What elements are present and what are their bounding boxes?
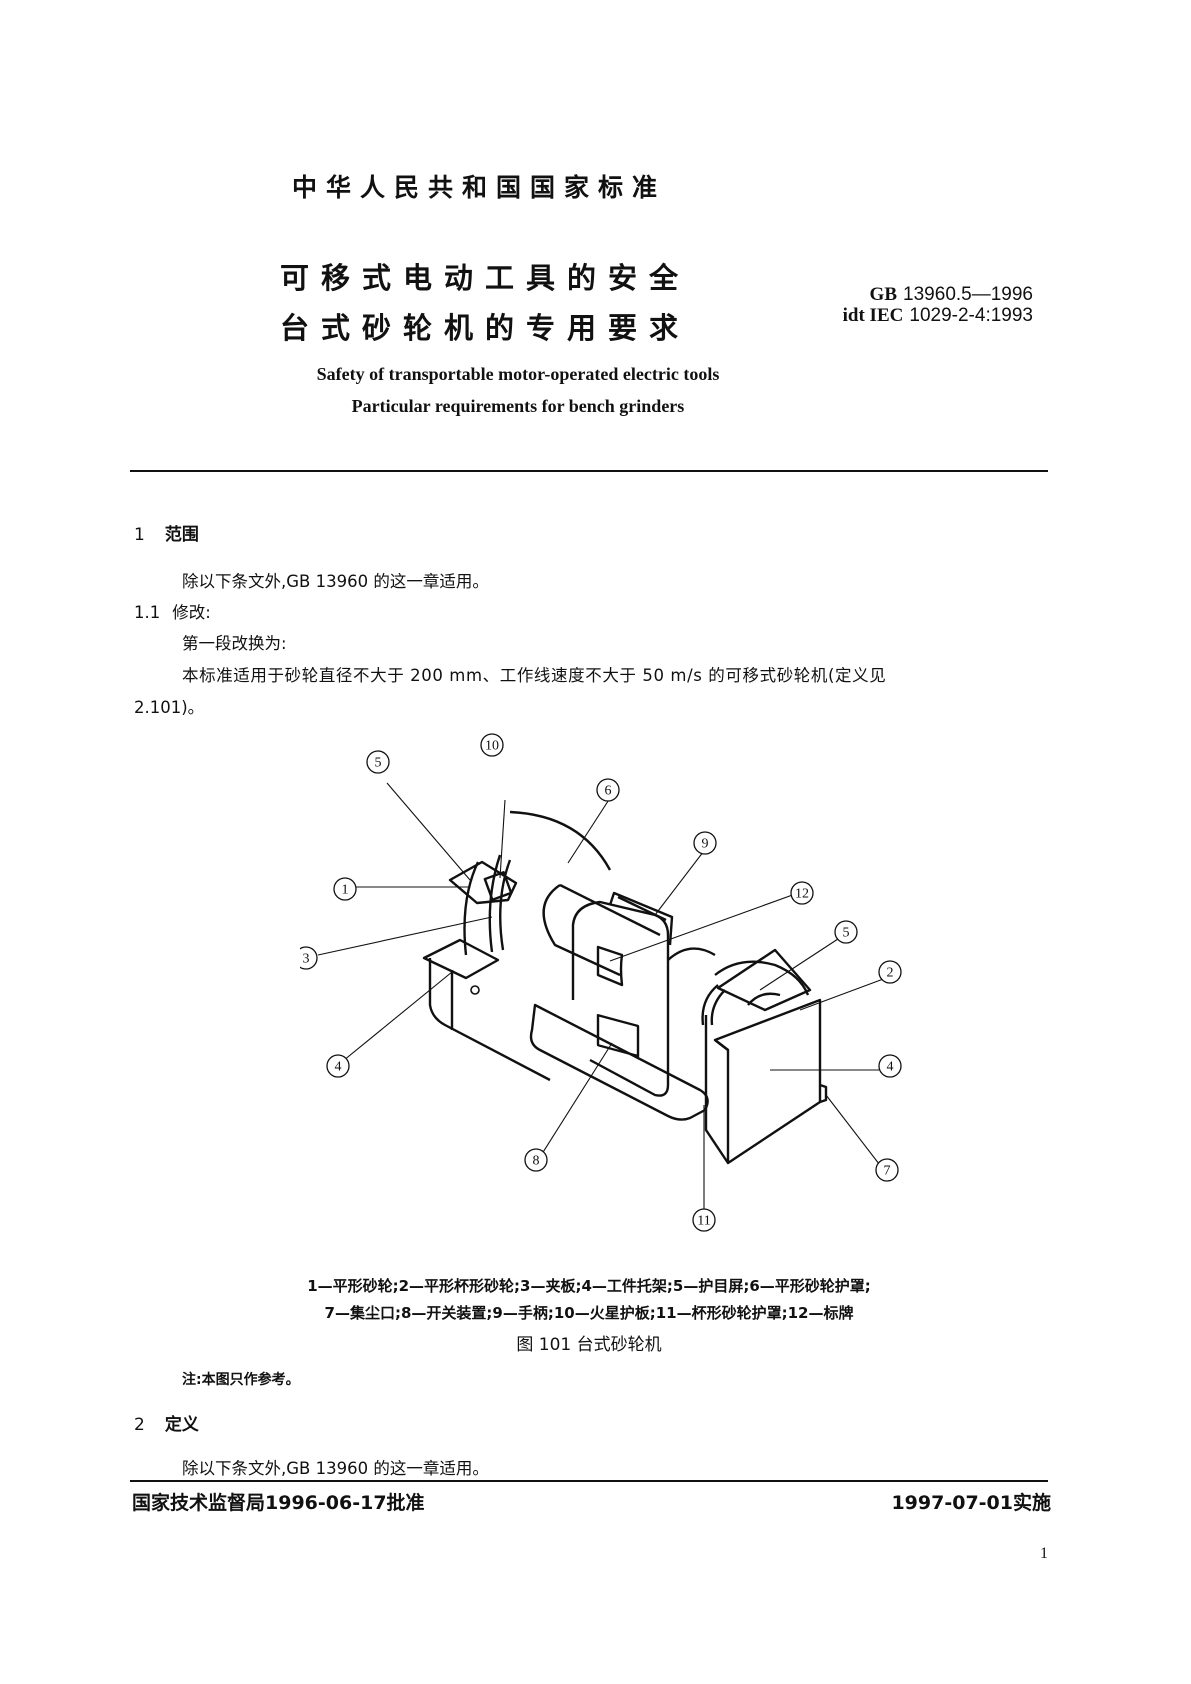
section-number: 2: [134, 1415, 145, 1435]
section-1-heading: 1 范围: [134, 520, 199, 545]
section-title: 定义: [164, 1415, 199, 1435]
svg-text:8: 8: [533, 1154, 540, 1169]
subsection-number: 1.1: [134, 603, 161, 622]
national-standard-title: 中华人民共和国国家标准: [292, 173, 667, 202]
left-wheel: [463, 861, 480, 956]
right-eye-shield: [716, 948, 812, 1012]
callout-5-left: 5: [366, 750, 390, 774]
switch: [596, 1013, 640, 1058]
callout-5-right: 5: [834, 920, 858, 944]
callout-11: 11: [692, 1208, 716, 1232]
svg-text:11: 11: [697, 1214, 710, 1229]
english-title-line-1: Safety of transportable motor-operated e…: [316, 364, 720, 384]
svg-text:10: 10: [485, 739, 499, 754]
callout-9: 9: [693, 831, 717, 855]
standard-number-value: 13960.5—1996: [903, 284, 1033, 305]
left-eye-shield: [448, 860, 518, 905]
callout-10: 10: [480, 733, 504, 757]
svg-text:6: 6: [605, 784, 612, 799]
svg-text:5: 5: [843, 926, 850, 941]
callout-2: 2: [878, 960, 902, 984]
handle: [608, 891, 674, 946]
figure-note: 注:本图只作参考。: [182, 1372, 300, 1388]
callout-7: 7: [875, 1158, 899, 1182]
section-2-body: 除以下条文外,GB 13960 的这一章适用。: [182, 1459, 489, 1478]
chinese-title-line-1: 可移式电动工具的安全: [280, 261, 691, 295]
svg-text:3: 3: [303, 952, 310, 967]
right-cup-wheel-guard: [714, 960, 810, 996]
callout-12: 12: [790, 881, 814, 905]
center-column: [571, 900, 670, 1097]
svg-text:12: 12: [795, 887, 809, 902]
bench-grinder-figure: 10 5 6 9 1 12 3 5 2 4 4 8 7 11: [300, 733, 902, 1232]
svg-text:4: 4: [887, 1060, 894, 1075]
motor-housing: [542, 884, 621, 977]
nameplate: [596, 945, 624, 987]
approval-date: 国家技术监督局1996-06-17批准: [132, 1492, 425, 1514]
section-1-body: 除以下条文外,GB 13960 的这一章适用。: [182, 572, 489, 591]
section-number: 1: [134, 525, 145, 545]
english-title-line-2: Particular requirements for bench grinde…: [351, 396, 685, 416]
cup-wheel-guard: [704, 1015, 729, 1164]
left-wheel-guard: [509, 810, 612, 871]
figure-legend-line-1: 1—平形砂轮;2—平形杯形砂轮;3—夹板;4—工件托架;5—护目屏;6—平形砂轮…: [307, 1277, 871, 1295]
svg-text:7: 7: [884, 1164, 891, 1179]
idt-prefix: idt IEC: [842, 305, 904, 326]
svg-text:9: 9: [702, 837, 709, 852]
footer-divider: [130, 1480, 1048, 1482]
right-tool-rest-box: [713, 998, 822, 1165]
callout-4-left: 4: [326, 1054, 350, 1078]
figure-caption: 图 101 台式砂轮机: [516, 1335, 662, 1355]
svg-text:4: 4: [335, 1060, 342, 1075]
standard-prefix: GB: [869, 284, 897, 305]
idt-number-value: 1029-2-4:1993: [909, 305, 1033, 326]
subsection-1-1-heading: 1.1 修改:: [134, 599, 211, 623]
subsection-title: 修改:: [172, 603, 211, 622]
dust-port: [819, 1083, 828, 1104]
callout-6: 6: [596, 778, 620, 802]
section-title: 范围: [164, 525, 199, 545]
figure-legend-line-2: 7—集尘口;8—开关装置;9—手柄;10—火星护板;11—杯形砂轮护罩;12—标…: [324, 1304, 854, 1322]
chinese-title-line-2: 台式砂轮机的专用要求: [280, 311, 691, 345]
header-divider: [130, 470, 1048, 472]
callout-3: 3: [300, 946, 318, 970]
svg-text:5: 5: [375, 756, 382, 771]
subsection-1-1-line-1: 第一段改换为:: [182, 634, 287, 653]
left-body-outline: [428, 958, 551, 1082]
standard-number: GB 13960.5—1996: [870, 283, 1033, 306]
base-plate: [529, 1003, 709, 1121]
section-2-heading: 2 定义: [134, 1410, 199, 1435]
effective-date: 1997-07-01实施: [891, 1492, 1051, 1514]
subsection-1-1-line-2: 本标准适用于砂轮直径不大于 200 mm、工作线速度不大于 50 m/s 的可移…: [182, 666, 887, 685]
spark-guard: [483, 871, 513, 901]
svg-text:2: 2: [887, 966, 894, 981]
callout-8: 8: [524, 1148, 548, 1172]
callout-1: 1: [333, 877, 357, 901]
page-number: 1: [1040, 1545, 1048, 1562]
subsection-1-1-line-3: 2.101)。: [134, 698, 205, 717]
left-tool-rest: [422, 938, 500, 980]
identical-standard: idt IEC 1029-2-4:1993: [843, 304, 1033, 327]
svg-text:1: 1: [342, 883, 349, 898]
callout-4-right: 4: [878, 1054, 902, 1078]
